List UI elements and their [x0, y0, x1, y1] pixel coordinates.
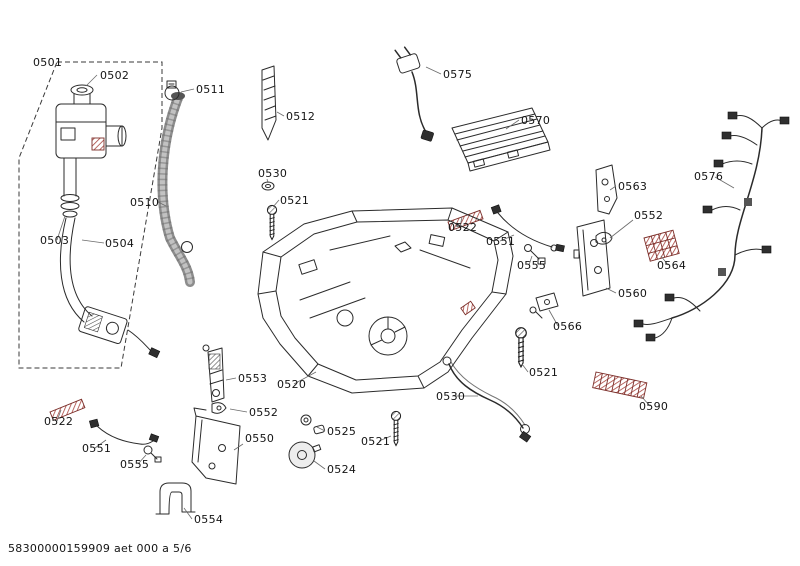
part-0525-caps	[300, 414, 325, 435]
part-label-0501: 0501	[33, 56, 62, 69]
part-0521-screw-right	[515, 327, 527, 368]
part-label-0555-bottom: 0555	[120, 458, 149, 471]
part-label-0554: 0554	[194, 513, 223, 526]
part-0511-hose-clamp	[164, 80, 180, 101]
part-label-0503: 0503	[40, 234, 69, 247]
part-0524-cover-disc	[288, 441, 322, 469]
part-label-0522-left: 0522	[44, 415, 73, 428]
part-0555-fastener-bottom	[143, 445, 162, 463]
part-0555-fastener-top	[524, 244, 546, 265]
part-label-0576: 0576	[694, 170, 723, 183]
part-0564-connector-block	[643, 229, 680, 262]
part-0570-control-module	[451, 107, 551, 172]
part-0551-wire-left	[88, 418, 160, 445]
part-label-0564: 0564	[657, 259, 686, 272]
part-0554-channel-bracket	[155, 482, 196, 515]
part-label-0522-top: 0522	[448, 221, 477, 234]
part-label-0550: 0550	[245, 432, 274, 445]
part-0576-wiring-harness	[633, 111, 790, 342]
part-0552-clip-right	[595, 231, 613, 245]
part-0530-cable	[442, 356, 532, 443]
part-labels: 0501 0502 0511 0512 0575 0570 0576 0530 …	[33, 56, 723, 526]
part-0510-drain-hose	[157, 92, 195, 287]
part-label-0530-top: 0530	[258, 167, 287, 180]
part-0522-pin-left	[49, 398, 86, 421]
part-label-0563: 0563	[618, 180, 647, 193]
part-0501-inlet-group-outline	[18, 61, 163, 369]
part-label-0551-top: 0551	[486, 235, 515, 248]
part-0575-power-cord	[394, 46, 434, 142]
part-0590-terminal-strip	[592, 371, 648, 399]
part-0521-screw-top	[266, 204, 278, 240]
part-0551-wire-top	[490, 204, 565, 253]
part-label-0511: 0511	[196, 83, 225, 96]
part-label-0530-bottom: 0530	[436, 390, 465, 403]
part-0502-inlet-valve	[55, 84, 127, 218]
part-0530-grommet	[261, 181, 275, 191]
part-label-0512: 0512	[286, 110, 315, 123]
part-label-0560: 0560	[618, 287, 647, 300]
part-label-0524: 0524	[327, 463, 356, 476]
part-0520-base-frame	[257, 207, 514, 394]
part-label-0552-left: 0552	[249, 406, 278, 419]
part-0563-bracket	[595, 164, 618, 215]
part-0522-pin-top	[447, 209, 484, 232]
part-0560-bracket	[573, 219, 611, 297]
part-label-0510: 0510	[130, 196, 159, 209]
document-number: 58300000159909 aet 000 a 5/6	[8, 542, 192, 555]
part-label-0552-right: 0552	[634, 209, 663, 222]
part-label-0570: 0570	[521, 114, 550, 127]
leader-lines	[56, 66, 735, 520]
part-label-0525: 0525	[327, 425, 356, 438]
part-label-0521-bottom: 0521	[361, 435, 390, 448]
part-label-0521-right: 0521	[529, 366, 558, 379]
part-0566-mount	[529, 292, 559, 319]
part-label-0566: 0566	[553, 320, 582, 333]
part-label-0575: 0575	[443, 68, 472, 81]
part-label-0520: 0520	[277, 378, 306, 391]
part-label-0502: 0502	[100, 69, 129, 82]
part-label-0504: 0504	[105, 237, 134, 250]
part-label-0590: 0590	[639, 400, 668, 413]
part-0552-clip-left	[211, 402, 227, 414]
part-label-0555-top: 0555	[517, 259, 546, 272]
part-0550-bracket	[191, 407, 241, 485]
part-0512-bracket	[261, 65, 277, 141]
part-0504-supply-hose-flowsensor	[59, 217, 161, 359]
part-label-0553: 0553	[238, 372, 267, 385]
part-label-0521-top: 0521	[280, 194, 309, 207]
part-0521-screw-bottom	[390, 410, 402, 446]
part-label-0551-left: 0551	[82, 442, 111, 455]
part-0553-rail	[202, 344, 225, 403]
